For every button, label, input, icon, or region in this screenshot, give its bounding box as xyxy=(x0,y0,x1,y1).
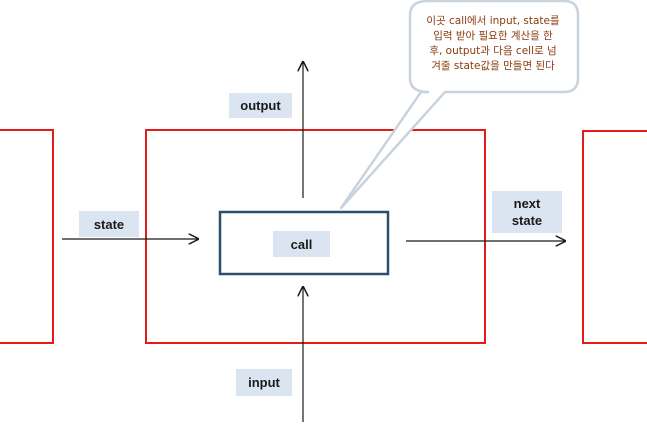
state-label: state xyxy=(79,211,139,237)
input-label: input xyxy=(236,369,292,396)
callout-text: 이곳 call에서 input, state를 입력 받아 필요한 계산을 한 … xyxy=(426,15,560,72)
cell-box xyxy=(145,129,486,344)
callout-bubble xyxy=(339,0,580,210)
call-label: call xyxy=(273,231,330,257)
next-state-label: next state xyxy=(492,191,562,233)
previous-cell-box xyxy=(0,129,54,344)
output-label: output xyxy=(229,93,292,118)
next-cell-box xyxy=(582,130,647,344)
